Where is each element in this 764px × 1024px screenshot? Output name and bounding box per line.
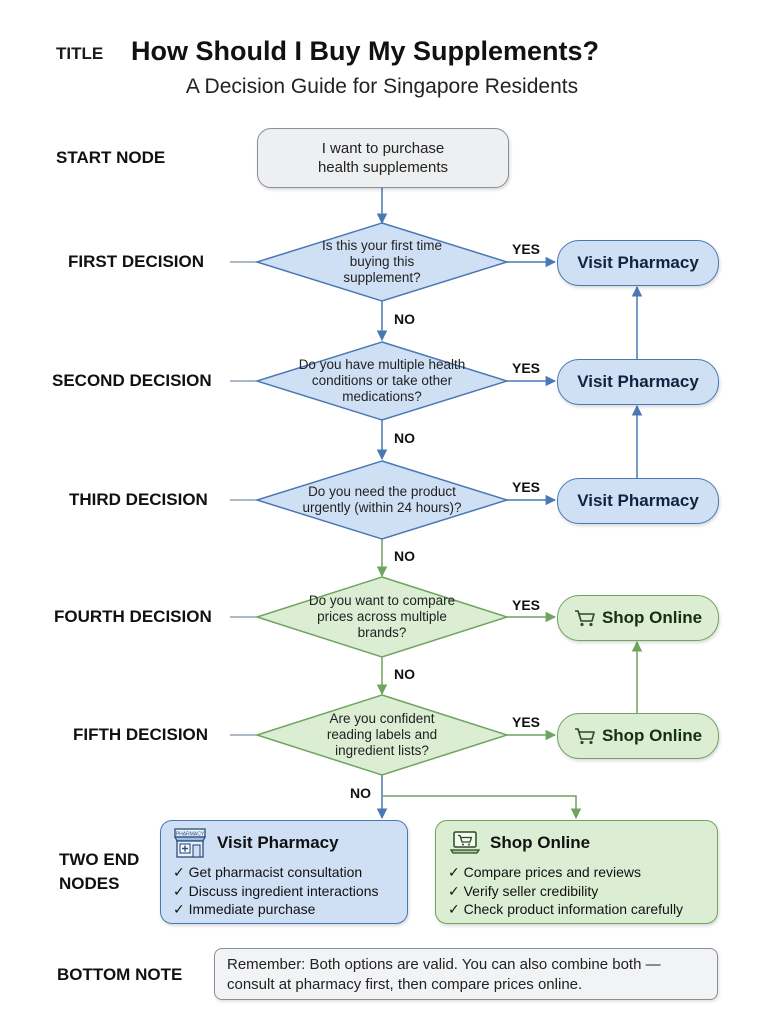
online-benefits-list: ✓ Compare prices and reviews ✓ Verify se…: [448, 863, 683, 919]
row-label-start: START NODE: [56, 148, 166, 167]
decision-diamond-4: [254, 576, 510, 658]
list-item: ✓ Get pharmacist consultation: [173, 864, 363, 880]
list-item: ✓ Verify seller credibility: [448, 882, 599, 899]
end-node-online: Shop Online ✓ Compare prices and reviews…: [435, 820, 718, 924]
cart-icon: [574, 727, 596, 745]
outcome-pharmacy-2: Visit Pharmacy: [557, 359, 719, 405]
yes-label-4: YES: [512, 597, 541, 613]
start-node-text: I want to purchase health supplements: [317, 140, 449, 176]
yes-label-3: YES: [512, 479, 541, 495]
yes-label-2: YES: [512, 360, 541, 376]
end-node-pharmacy: PHARMACY Visit Pharmacy ✓ Get pharmacist…: [160, 820, 408, 924]
outcome-pharmacy-1: Visit Pharmacy: [557, 240, 719, 286]
no-label-2: NO: [394, 430, 415, 446]
arrow-d5-no-online: [382, 795, 582, 820]
decision-1-text: Is this your first time buying this supp…: [321, 238, 443, 285]
row-label-second: SECOND DECISION: [52, 371, 212, 390]
no-label-5: NO: [350, 785, 371, 801]
yes-label-1: YES: [512, 241, 541, 257]
no-label-3: NO: [394, 548, 415, 564]
row-label-end-1: TWO END: [59, 850, 140, 869]
label-leader-lines: [230, 261, 258, 736]
list-item: ✓ Immediate purchase: [173, 901, 316, 917]
page-subtitle: A Decision Guide for Singapore Residents: [185, 75, 579, 98]
end-node-pharmacy-title: Visit Pharmacy: [217, 833, 339, 852]
list-item: ✓ Check product information carefully: [448, 901, 684, 917]
decision-5-text: Are you confident reading labels and ing…: [326, 711, 438, 758]
pharmacy-store-icon: PHARMACY: [173, 827, 207, 864]
decision-diamond-3: [254, 460, 510, 540]
laptop-cart-icon: [449, 830, 481, 861]
row-label-end-2: NODES: [59, 874, 120, 893]
page-title: How Should I Buy My Supplements?: [131, 36, 600, 66]
row-label-first: FIRST DECISION: [68, 252, 205, 271]
decision-diamond-2: [254, 341, 510, 421]
decision-diamond-5: [254, 694, 510, 776]
row-label-bottom: BOTTOM NOTE: [57, 965, 183, 984]
start-node: I want to purchase health supplements: [257, 128, 509, 188]
cart-icon: [574, 609, 596, 627]
list-item: ✓ Compare prices and reviews: [448, 864, 642, 880]
svg-text:PHARMACY: PHARMACY: [176, 831, 205, 837]
list-item: ✓ Discuss ingredient interactions: [173, 882, 379, 899]
decision-4-text: Do you want to compare prices across mul…: [308, 593, 456, 640]
title-tag: TITLE: [56, 44, 104, 63]
row-label-fifth: FIFTH DECISION: [73, 725, 209, 744]
decision-3-text: Do you need the product urgently (within…: [302, 484, 462, 515]
decision-2-text: Do you have multiple health conditions o…: [298, 357, 466, 404]
row-label-fourth: FOURTH DECISION: [54, 607, 212, 626]
yes-label-5: YES: [512, 714, 541, 730]
outcome-pharmacy-3: Visit Pharmacy: [557, 478, 719, 524]
decision-diamond-1: [254, 222, 510, 302]
pharmacy-benefits-list: ✓ Get pharmacist consultation ✓ Discuss …: [173, 863, 379, 919]
no-label-1: NO: [394, 311, 415, 327]
outcome-online-1: Shop Online: [557, 595, 719, 641]
no-label-4: NO: [394, 666, 415, 682]
bottom-note: Remember: Both options are valid. You ca…: [214, 948, 718, 1000]
end-node-online-title: Shop Online: [490, 833, 591, 852]
row-label-third: THIRD DECISION: [69, 490, 208, 509]
outcome-online-2: Shop Online: [557, 713, 719, 759]
